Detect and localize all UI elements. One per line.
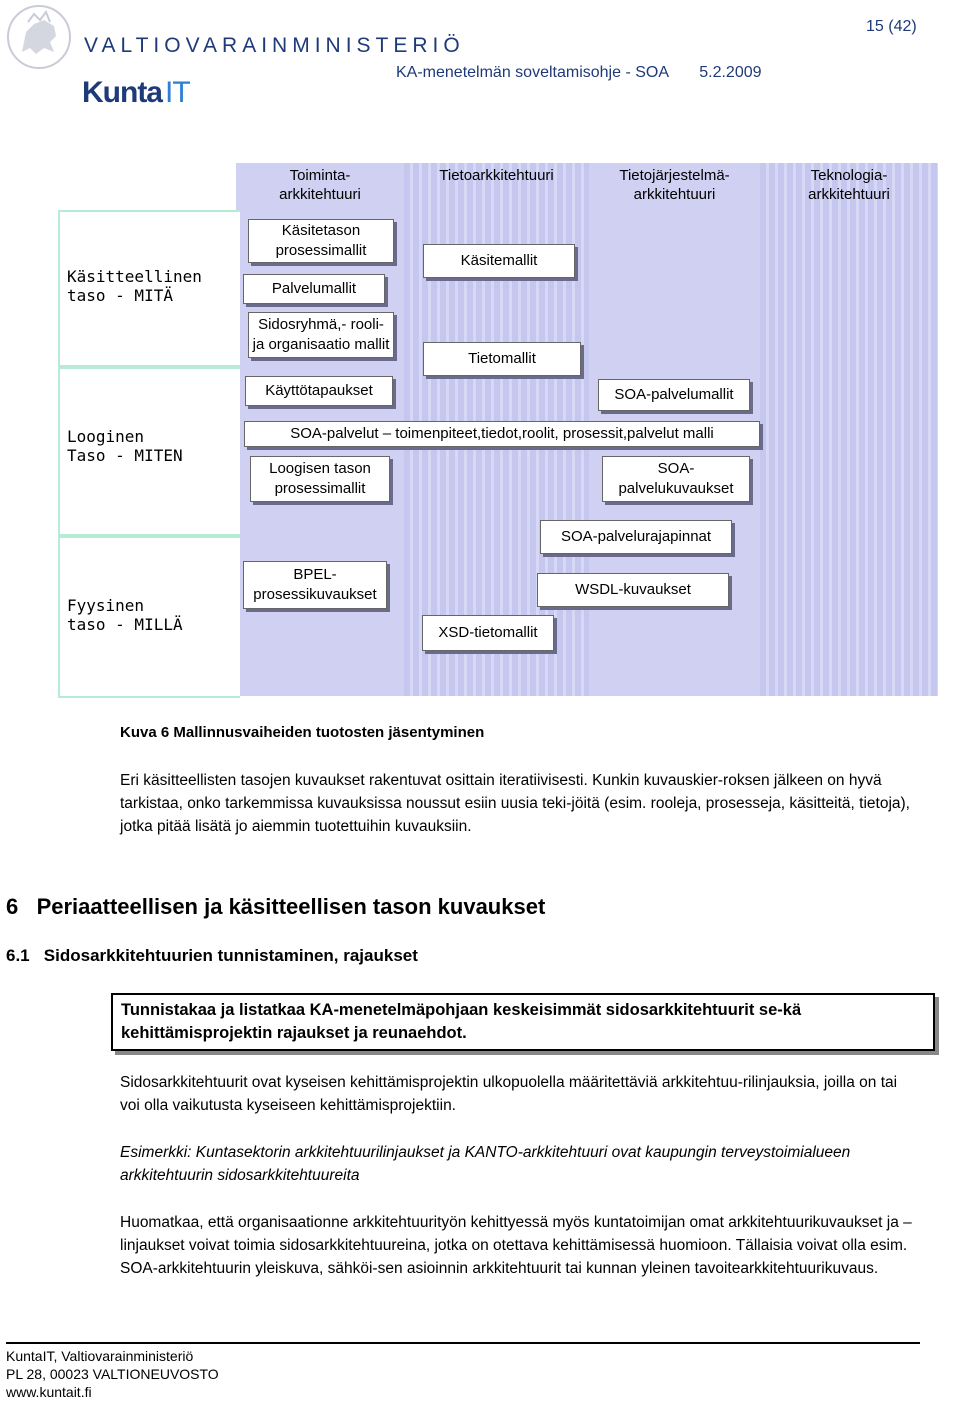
- paragraph: Huomatkaa, että organisaationne arkkiteh…: [120, 1214, 912, 1277]
- tietomallit-box: Tietomallit: [423, 342, 581, 376]
- palvelumallit-box: Palvelumallit: [243, 274, 385, 304]
- column-header: Tietojärjestelmä-arkkitehtuuri: [619, 167, 730, 203]
- bpel-prosessikuvaukset-box: BPEL- prosessikuvaukset: [243, 561, 387, 609]
- footer-link[interactable]: www.kuntait.fi: [6, 1384, 92, 1400]
- paragraph: Sidosarkkitehtuurit ovat kyseisen kehitt…: [120, 1074, 898, 1114]
- kasitemallit-box: Käsitemallit: [423, 244, 575, 278]
- soa-palvelurajapinnat-box: SOA-palvelurajapinnat: [540, 520, 732, 554]
- column-header: Tietoarkkitehtuuri: [439, 167, 554, 184]
- xsd-tietomallit-box: XSD-tietomallit: [422, 615, 554, 651]
- kasitetason-prosessimallit-box: Käsitetason prosessimallit: [248, 219, 394, 263]
- lion-emblem-icon: [7, 5, 71, 69]
- paragraph: Eri käsitteellisten tasojen kuvaukset ra…: [120, 772, 910, 835]
- figure-caption: Kuva 6 Mallinnusvaiheiden tuotosten jäse…: [120, 724, 485, 741]
- ministry-name: VALTIOVARAINMINISTERIÖ: [84, 34, 465, 57]
- section-heading: 6 Periaatteellisen ja käsitteellisen tas…: [6, 894, 546, 919]
- page-number: 15 (42): [866, 18, 917, 35]
- subsection-heading: 6.1 Sidosarkkitehtuurien tunnistaminen, …: [6, 946, 418, 965]
- wsdl-kuvaukset-box: WSDL-kuvaukset: [537, 573, 729, 607]
- row-band-conceptual: [58, 210, 240, 367]
- column-header: Teknologia-arkkitehtuuri: [808, 167, 890, 203]
- column-background: [760, 163, 938, 696]
- loogisen-tason-prosessimallit-box: Loogisen tason prosessimallit: [250, 456, 390, 502]
- soa-palvelukuvaukset-box: SOA- palvelukuvaukset: [602, 456, 750, 502]
- instruction-box: Tunnistakaa ja listatkaa KA-menetelmäpoh…: [111, 993, 935, 1051]
- document-title: KA-menetelmän soveltamisohje - SOA 5.2.2…: [396, 64, 762, 81]
- soa-palvelut-box: SOA-palvelut – toimenpiteet,tiedot,rooli…: [244, 421, 760, 447]
- footer-line: PL 28, 00023 VALTIONEUVOSTO: [6, 1366, 219, 1382]
- column-header: Toiminta-arkkitehtuuri: [279, 167, 361, 203]
- sidosryhma-malli-box: Sidosryhmä,- rooli- ja organisaatio mall…: [248, 312, 394, 358]
- row-band-physical: [58, 536, 240, 698]
- row-band-logical: [58, 367, 240, 536]
- kayttotapaukset-box: Käyttötapaukset: [245, 376, 393, 406]
- example-paragraph: Esimerkki: Kuntasektorin arkkitehtuurili…: [120, 1144, 851, 1184]
- soa-palvelumallit-box: SOA-palvelumallit: [598, 379, 750, 411]
- footer-divider: [6, 1342, 920, 1344]
- footer-line: KuntaIT, Valtiovarainministeriö: [6, 1348, 194, 1364]
